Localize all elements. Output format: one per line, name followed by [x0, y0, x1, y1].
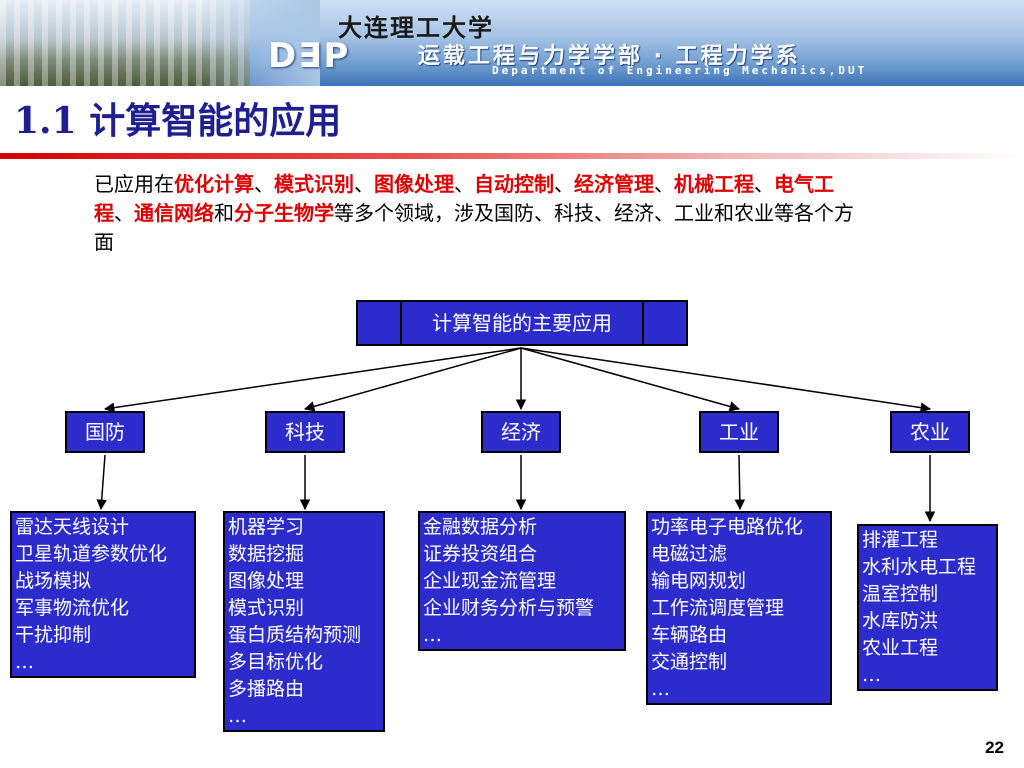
- page-number: 22: [985, 738, 1004, 757]
- application-item: …: [15, 651, 34, 673]
- application-list-3: 金融数据分析证券投资组合企业现金流管理企业财务分析与预警 …: [418, 511, 626, 651]
- department-name-cn: 运载工程与力学学部 · 工程力学系: [418, 44, 801, 69]
- category-1: 国防: [65, 411, 145, 453]
- header-banner: D∃P 大连理工大学 运载工程与力学学部 · 工程力学系 Department …: [0, 0, 1024, 86]
- application-item: 证券投资组合: [423, 543, 538, 565]
- title-number: 1.1: [14, 100, 77, 142]
- intro-text: 等多个领域，涉及国防、科技、经济、工业和农业等各个方面: [94, 201, 854, 254]
- application-item: 交通控制: [651, 651, 728, 673]
- application-item: 企业财务分析与预警: [423, 597, 595, 619]
- highlighted-term: 通信网络: [134, 201, 214, 225]
- highlighted-term: 分子生物学: [234, 201, 334, 225]
- application-item: 农业工程: [862, 637, 939, 659]
- intro-paragraph: 已应用在优化计算、模式识别、图像处理、自动控制、经济管理、机械工程、电气工程、通…: [94, 170, 854, 257]
- highlighted-term: 图像处理: [374, 172, 454, 196]
- intro-text: 、: [254, 172, 274, 196]
- application-list-4: 功率电子电路优化电磁过滤输电网规划工作流调度管理车辆路由交通控制 …: [646, 511, 832, 705]
- intro-text: 、: [754, 172, 774, 196]
- application-item: 水利水电工程: [862, 556, 977, 578]
- intro-text: 、: [554, 172, 574, 196]
- department-name-en: Department of Engineering Mechanics,DUT: [492, 64, 868, 77]
- intro-text: 、: [114, 201, 134, 225]
- university-name: 大连理工大学: [338, 13, 494, 42]
- application-item: …: [862, 664, 881, 686]
- root-node: 计算智能的主要应用: [356, 300, 688, 346]
- intro-text: 已应用在: [94, 172, 174, 196]
- category-4: 工业: [699, 411, 779, 453]
- application-item: 工作流调度管理: [651, 597, 785, 619]
- application-item: 输电网规划: [651, 570, 747, 592]
- highlighted-term: 机械工程: [674, 172, 754, 196]
- application-item: 卫星轨道参数优化: [15, 543, 168, 565]
- application-item: 战场模拟: [15, 570, 92, 592]
- application-item: …: [651, 678, 670, 700]
- application-item: 蛋白质结构预测: [228, 624, 362, 646]
- title-underline: [0, 153, 1024, 159]
- application-item: 数据挖掘: [228, 543, 305, 565]
- slide-title: 1.1 计算智能的应用: [14, 92, 341, 144]
- application-item: 干扰抑制: [15, 624, 92, 646]
- highlighted-term: 电气工程: [94, 172, 834, 225]
- category-5: 农业: [890, 411, 970, 453]
- intro-text: 、: [354, 172, 374, 196]
- category-2: 科技: [265, 411, 345, 453]
- application-item: 军事物流优化: [15, 597, 130, 619]
- dep-logo: D∃P: [268, 36, 351, 76]
- application-item: 排灌工程: [862, 529, 939, 551]
- root-to-category-arrow: [103, 347, 522, 413]
- category-to-list-arrow: [96, 454, 107, 511]
- category-3: 经济: [481, 411, 561, 453]
- application-item: 机器学习: [228, 516, 305, 538]
- application-item: 雷达天线设计: [15, 516, 130, 538]
- application-item: …: [423, 624, 442, 646]
- application-item: 水库防洪: [862, 610, 939, 632]
- highlighted-term: 优化计算: [174, 172, 254, 196]
- application-item: …: [228, 705, 247, 727]
- intro-text: 、: [454, 172, 474, 196]
- application-list-5: 排灌工程水利水电工程温室控制水库防洪农业工程 …: [857, 524, 998, 691]
- application-item: 多播路由: [228, 678, 305, 700]
- root-label: 计算智能的主要应用: [432, 311, 612, 335]
- application-item: 模式识别: [228, 597, 305, 619]
- intro-text: 和: [214, 201, 234, 225]
- application-list-2: 机器学习数据挖掘图像处理模式识别蛋白质结构预测多目标优化多播路由 …: [223, 511, 385, 732]
- application-item: 车辆路由: [651, 624, 728, 646]
- root-to-category-arrow: [520, 347, 932, 413]
- application-item: 企业现金流管理: [423, 570, 557, 592]
- highlighted-term: 经济管理: [574, 172, 654, 196]
- application-item: 图像处理: [228, 570, 305, 592]
- application-item: 电磁过滤: [651, 543, 728, 565]
- highlighted-term: 自动控制: [474, 172, 554, 196]
- title-text: 计算智能的应用: [89, 100, 342, 142]
- root-to-category-arrow: [520, 347, 741, 412]
- root-to-category-arrow: [303, 347, 522, 412]
- intro-text: 、: [654, 172, 674, 196]
- application-list-1: 雷达天线设计卫星轨道参数优化战场模拟军事物流优化干扰抑制 …: [10, 511, 196, 678]
- application-item: 功率电子电路优化: [651, 516, 804, 538]
- application-item: 多目标优化: [228, 651, 324, 673]
- category-to-list-arrow: [734, 454, 746, 511]
- application-item: 金融数据分析: [423, 516, 538, 538]
- highlighted-term: 模式识别: [274, 172, 354, 196]
- application-item: 温室控制: [862, 583, 939, 605]
